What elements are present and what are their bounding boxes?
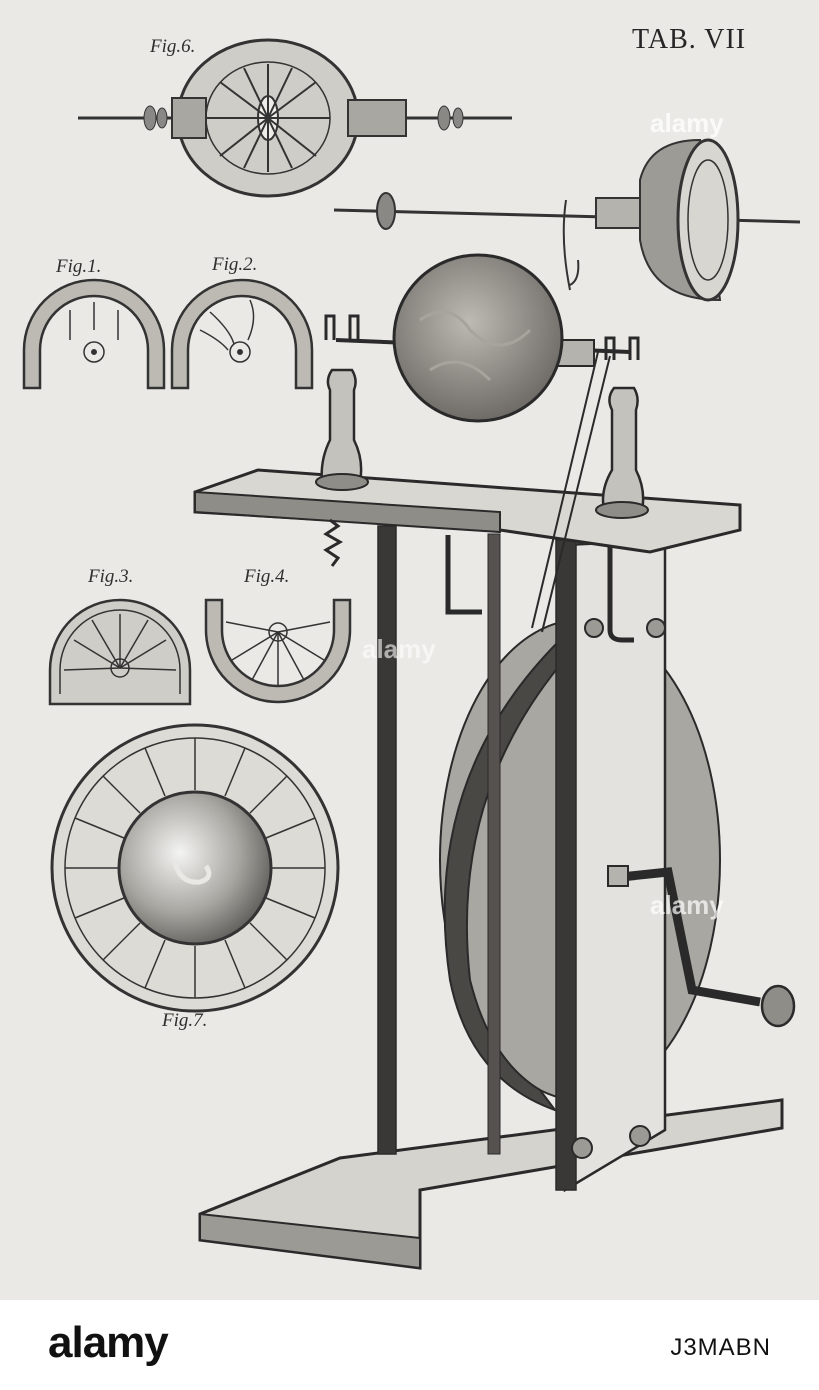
fig3-dome-drawing	[48, 598, 192, 706]
alamy-logo: alamy	[48, 1318, 169, 1367]
fig4-label: Fig.4.	[244, 566, 290, 587]
watermark-middle: alamy	[362, 634, 436, 664]
cylinder-rod-drawing	[333, 138, 801, 302]
fig1-arch-drawing	[22, 278, 166, 390]
engraving-plate: TAB. VII Fig.6. Fig.1. Fig.2. Fig.3. Fig…	[0, 0, 819, 1300]
fig1-label: Fig.1.	[56, 256, 102, 277]
fig3-label: Fig.3.	[88, 566, 134, 587]
fig7-wheel-drawing	[50, 723, 340, 1013]
watermark-right: alamy	[650, 890, 724, 920]
main-machine-drawing	[193, 253, 796, 1270]
watermark-top: alamy	[650, 108, 724, 138]
electrical-machine-engraving	[22, 38, 801, 1270]
image-id: J3MABN	[670, 1334, 771, 1361]
fig2-arch-drawing	[170, 278, 314, 390]
fig6-globe-drawing	[78, 38, 512, 198]
fig4-bowl-drawing	[204, 598, 352, 704]
fig2-label: Fig.2.	[212, 254, 258, 275]
stock-footer-bar	[0, 1300, 819, 1390]
plate-number-label: TAB. VII	[632, 24, 747, 55]
fig7-label: Fig.7.	[162, 1010, 208, 1031]
fig6-label: Fig.6.	[150, 36, 196, 57]
